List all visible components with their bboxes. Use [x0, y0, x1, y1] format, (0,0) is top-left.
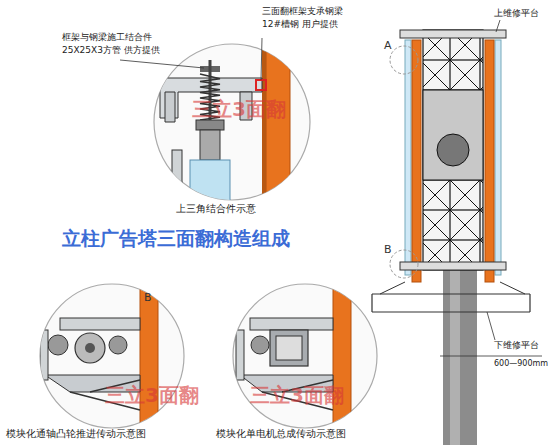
tower-elevation-part — [390, 250, 418, 278]
cam-drive-detail-part-part — [48, 335, 68, 355]
part-label: 框架与钢梁施工结合件 — [62, 32, 152, 42]
tower-elevation-part — [423, 90, 483, 180]
callout-letter: B — [144, 292, 152, 305]
watermark: 三立3面翻 — [250, 384, 344, 407]
top-joint-detail-part-part — [262, 40, 266, 210]
top-joint-detail-part — [120, 60, 204, 68]
top-joint-detail-part-part — [266, 40, 290, 210]
tower-elevation — [372, 20, 542, 445]
watermark: 三立3面翻 — [192, 98, 286, 121]
diagram-title: 立柱广告塔三面翻构造组成 — [62, 228, 290, 250]
cam-drive-detail-part-part — [60, 318, 140, 330]
callout-letter: A — [384, 40, 392, 53]
detail-caption: 模块化单电机总成传动示意图 — [216, 428, 346, 440]
part-label: 三面翻框架支承钢梁 — [262, 6, 343, 16]
tower-elevation-part — [390, 46, 418, 74]
top-joint-detail-part — [261, 38, 262, 80]
motor-drive-detail-part-part — [236, 330, 244, 380]
cam-drive-detail-part-part — [85, 343, 95, 353]
motor-drive-detail-part-part — [276, 336, 302, 360]
tower-elevation-part — [400, 30, 506, 38]
motor-drive-detail-part-part — [251, 336, 269, 354]
dimension: 600—900mm — [494, 359, 548, 368]
cam-drive-detail-part-part — [109, 336, 127, 354]
cam-drive-detail-part-part — [40, 330, 48, 380]
tower-elevation-part — [487, 312, 495, 340]
detail-caption: 上三角结合件示意 — [176, 203, 256, 215]
detail-caption: 模块化通轴凸轮推进传动示意图 — [6, 428, 146, 440]
cam-drive-detail-part-part — [75, 333, 105, 363]
tower-elevation-part — [423, 180, 483, 270]
motor-drive-detail-part — [236, 284, 351, 428]
watermark: 三立3面翻 — [105, 384, 199, 407]
tower-elevation-part — [440, 356, 542, 357]
top-joint-detail-part-part — [190, 160, 230, 204]
part-label: 12#槽钢 用户提供 — [262, 19, 338, 29]
tower-elevation-part — [405, 40, 411, 275]
top-joint-detail-part-part — [196, 120, 224, 130]
tower-elevation-part — [412, 40, 421, 282]
tower-elevation-part — [437, 134, 469, 166]
tower-elevation-part — [400, 262, 506, 270]
part-label: 下维修平台 — [494, 340, 539, 350]
motor-drive-detail-part — [233, 284, 377, 428]
tower-elevation-part — [485, 40, 494, 282]
motor-drive-detail — [233, 284, 377, 428]
top-joint-detail-part-part — [172, 150, 182, 210]
part-label: 25X25X3方管 供方提供 — [62, 45, 160, 55]
tower-elevation-part — [423, 30, 483, 270]
motor-drive-detail-part-part — [250, 318, 333, 330]
callout-letter: B — [384, 244, 392, 257]
motor-drive-detail-part-part — [270, 330, 308, 366]
tower-elevation-part — [380, 282, 525, 294]
top-joint-detail-part-part — [256, 80, 266, 90]
tower-elevation-part — [495, 40, 501, 275]
part-label: 上维修平台 — [494, 8, 539, 18]
tower-elevation-part — [372, 294, 530, 312]
top-joint-detail-part-part — [200, 130, 220, 160]
tower-elevation-part — [496, 20, 500, 32]
top-joint-detail — [120, 38, 310, 210]
tower-elevation-part — [423, 30, 483, 90]
